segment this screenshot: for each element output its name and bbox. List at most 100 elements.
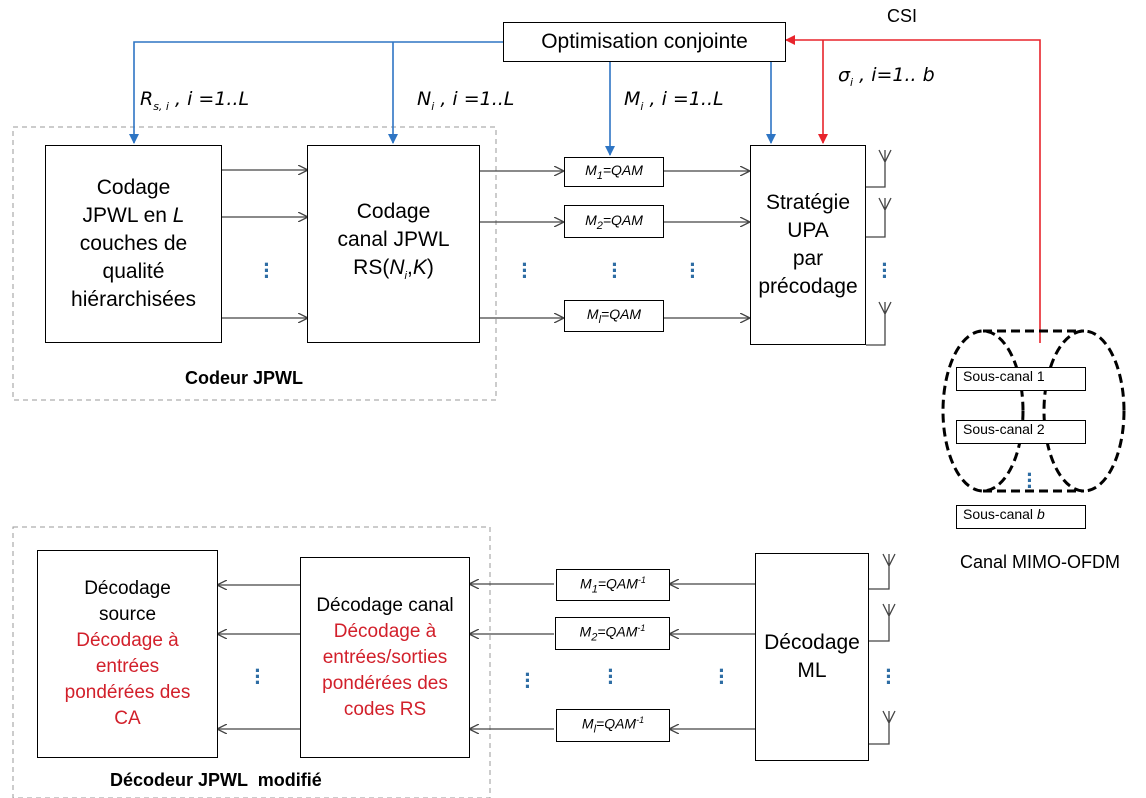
upa-precoding-block: Stratégie UPA par précodage (750, 145, 866, 345)
sigma-parameter-label: σi , i=1.. b (838, 64, 935, 89)
source-coding-block: Codage JPWL en L couches de qualité hiér… (45, 145, 222, 343)
vertical-ellipsis-icon: ··· (881, 252, 889, 289)
upa-line3: par (792, 247, 824, 270)
ch-dec-red3: pondérées des (322, 672, 448, 694)
ni-rest: , i =1..L (434, 88, 515, 110)
qam2-sub: 2 (596, 219, 603, 232)
mi-rest: , i =1..L (643, 88, 724, 110)
rs-sub: s, i (153, 99, 169, 113)
iql-sup: -1 (636, 715, 645, 726)
ml-decoding-block: Décodage ML (755, 553, 869, 761)
encoder-arrows (222, 170, 749, 318)
channel-decoding-block: Décodage canal Décodage à entrées/sortie… (300, 557, 470, 758)
decoder-group-frame (12, 526, 491, 798)
sc2-a: Sous-canal 2 (963, 421, 1045, 437)
vertical-ellipsis-icon: ··· (607, 658, 615, 695)
rs-n: N (389, 255, 405, 279)
rs-parameter-label: Rs, i , i =1..L (140, 88, 249, 113)
qam-demapper-2-label: M2=QAM-1 (580, 623, 646, 643)
subchannel-1: Sous-canal 1 (956, 367, 1086, 391)
source-coding-line2b: L (172, 204, 185, 227)
iq1-a: M (580, 575, 592, 592)
channel-caption: Canal MIMO-OFDM (960, 552, 1121, 572)
upa-line1: Stratégie (765, 191, 851, 214)
subchannel-1-label: Sous-canal 1 (963, 368, 1045, 384)
scb-a: Sous-canal (963, 506, 1037, 522)
subchannel-2-label: Sous-canal 2 (963, 421, 1045, 437)
ch-dec-line1: Décodage canal (316, 594, 454, 616)
channel-cylinder (941, 329, 1126, 493)
iq2-sub: 2 (591, 631, 598, 644)
iq1-sub: 1 (591, 583, 598, 596)
qam-mapper-l: Ml=QAM (564, 300, 664, 332)
vertical-ellipsis-icon: ··· (718, 658, 726, 695)
ni-var: N (417, 88, 432, 110)
channel-coding-line1: Codage (356, 199, 431, 223)
sc1-a: Sous-canal 1 (963, 368, 1045, 384)
channel-coding-block: Codage canal JPWL RS(Ni,K) (307, 145, 480, 343)
qam-mapper-1: M1=QAM (564, 157, 664, 187)
iq1-b: =QAM (597, 575, 638, 592)
transmit-antennas (866, 149, 892, 346)
subchannel-2: Sous-canal 2 (956, 420, 1086, 444)
ch-dec-red4: codes RS (343, 698, 427, 720)
ml-line1: Décodage (764, 631, 860, 654)
csi-label: CSI (887, 6, 918, 26)
rs-var: R (140, 88, 154, 110)
rs-close: ) (426, 255, 434, 279)
iq2-a: M (579, 623, 592, 640)
vertical-ellipsis-icon: ··· (689, 252, 697, 289)
source-coding-line2: JPWL en L (83, 202, 185, 230)
channel-coding-line3: RS(Ni,K) (353, 254, 434, 290)
qam1-a: M (585, 162, 597, 179)
iq2-sup: -1 (637, 623, 646, 634)
rs-rest: , i =1..L (168, 88, 250, 110)
source-coding-line1: Codage (96, 176, 171, 199)
channel-coding-line2: canal JPWL (337, 227, 450, 251)
vertical-ellipsis-icon: ··· (254, 658, 262, 695)
mi-parameter-label: Mi , i =1..L (624, 88, 724, 113)
optimisation-label: Optimisation conjointe (541, 30, 748, 53)
source-coding-line2a: JPWL en (82, 204, 173, 227)
rs-comma: , (406, 255, 413, 279)
qam1-sub: 1 (596, 169, 603, 182)
vertical-ellipsis-icon: ··· (611, 252, 619, 289)
ni-sub: i (431, 99, 435, 113)
source-decoding-block: Décodage source Décodage à entrées pondé… (37, 550, 218, 758)
qam-demapper-1-label: M1=QAM-1 (580, 575, 646, 595)
iq2-b: =QAM (597, 623, 638, 640)
ch-dec-red2: entrées/sorties (322, 646, 448, 668)
ml-line2: ML (797, 659, 827, 682)
iq1-sup: -1 (637, 574, 646, 585)
optimisation-block: Optimisation conjointe (503, 22, 786, 62)
qam1-b: =QAM (602, 162, 643, 179)
qam-demapper-1: M1=QAM-1 (556, 569, 670, 601)
rs-open: RS( (353, 255, 390, 279)
src-dec-line1: Décodage (84, 578, 171, 599)
rs-k: K (412, 255, 427, 279)
qam-demapper-l: Ml=QAM-1 (556, 709, 670, 742)
qam-mapper-l-label: Ml=QAM (587, 306, 641, 326)
iql-sub: l (593, 723, 597, 736)
rs-n-sub: i (404, 270, 407, 283)
src-dec-red2: entrées (95, 656, 160, 677)
src-dec-red4: CA (114, 708, 141, 729)
decoder-arrows (218, 584, 755, 729)
subchannel-b-label: Sous-canal b (963, 506, 1045, 522)
scb-b: b (1036, 506, 1045, 522)
qam-demapper-l-label: Ml=QAM-1 (582, 715, 644, 735)
source-coding-line4: qualité (102, 260, 165, 283)
optimisation-control-lines (129, 41, 776, 156)
iql-b: =QAM (596, 715, 637, 732)
upa-line4: précodage (758, 275, 858, 298)
vertical-ellipsis-icon: ··· (1026, 462, 1034, 499)
qam-mapper-1-label: M1=QAM (585, 162, 643, 182)
qam2-b: =QAM (602, 211, 643, 228)
upa-line2: UPA (787, 219, 829, 242)
sigma-rest: , i=1.. b (853, 64, 935, 86)
src-dec-red1: Décodage à (76, 630, 179, 651)
source-coding-line3: couches de (79, 232, 188, 255)
sigma-sub: i (850, 75, 854, 89)
